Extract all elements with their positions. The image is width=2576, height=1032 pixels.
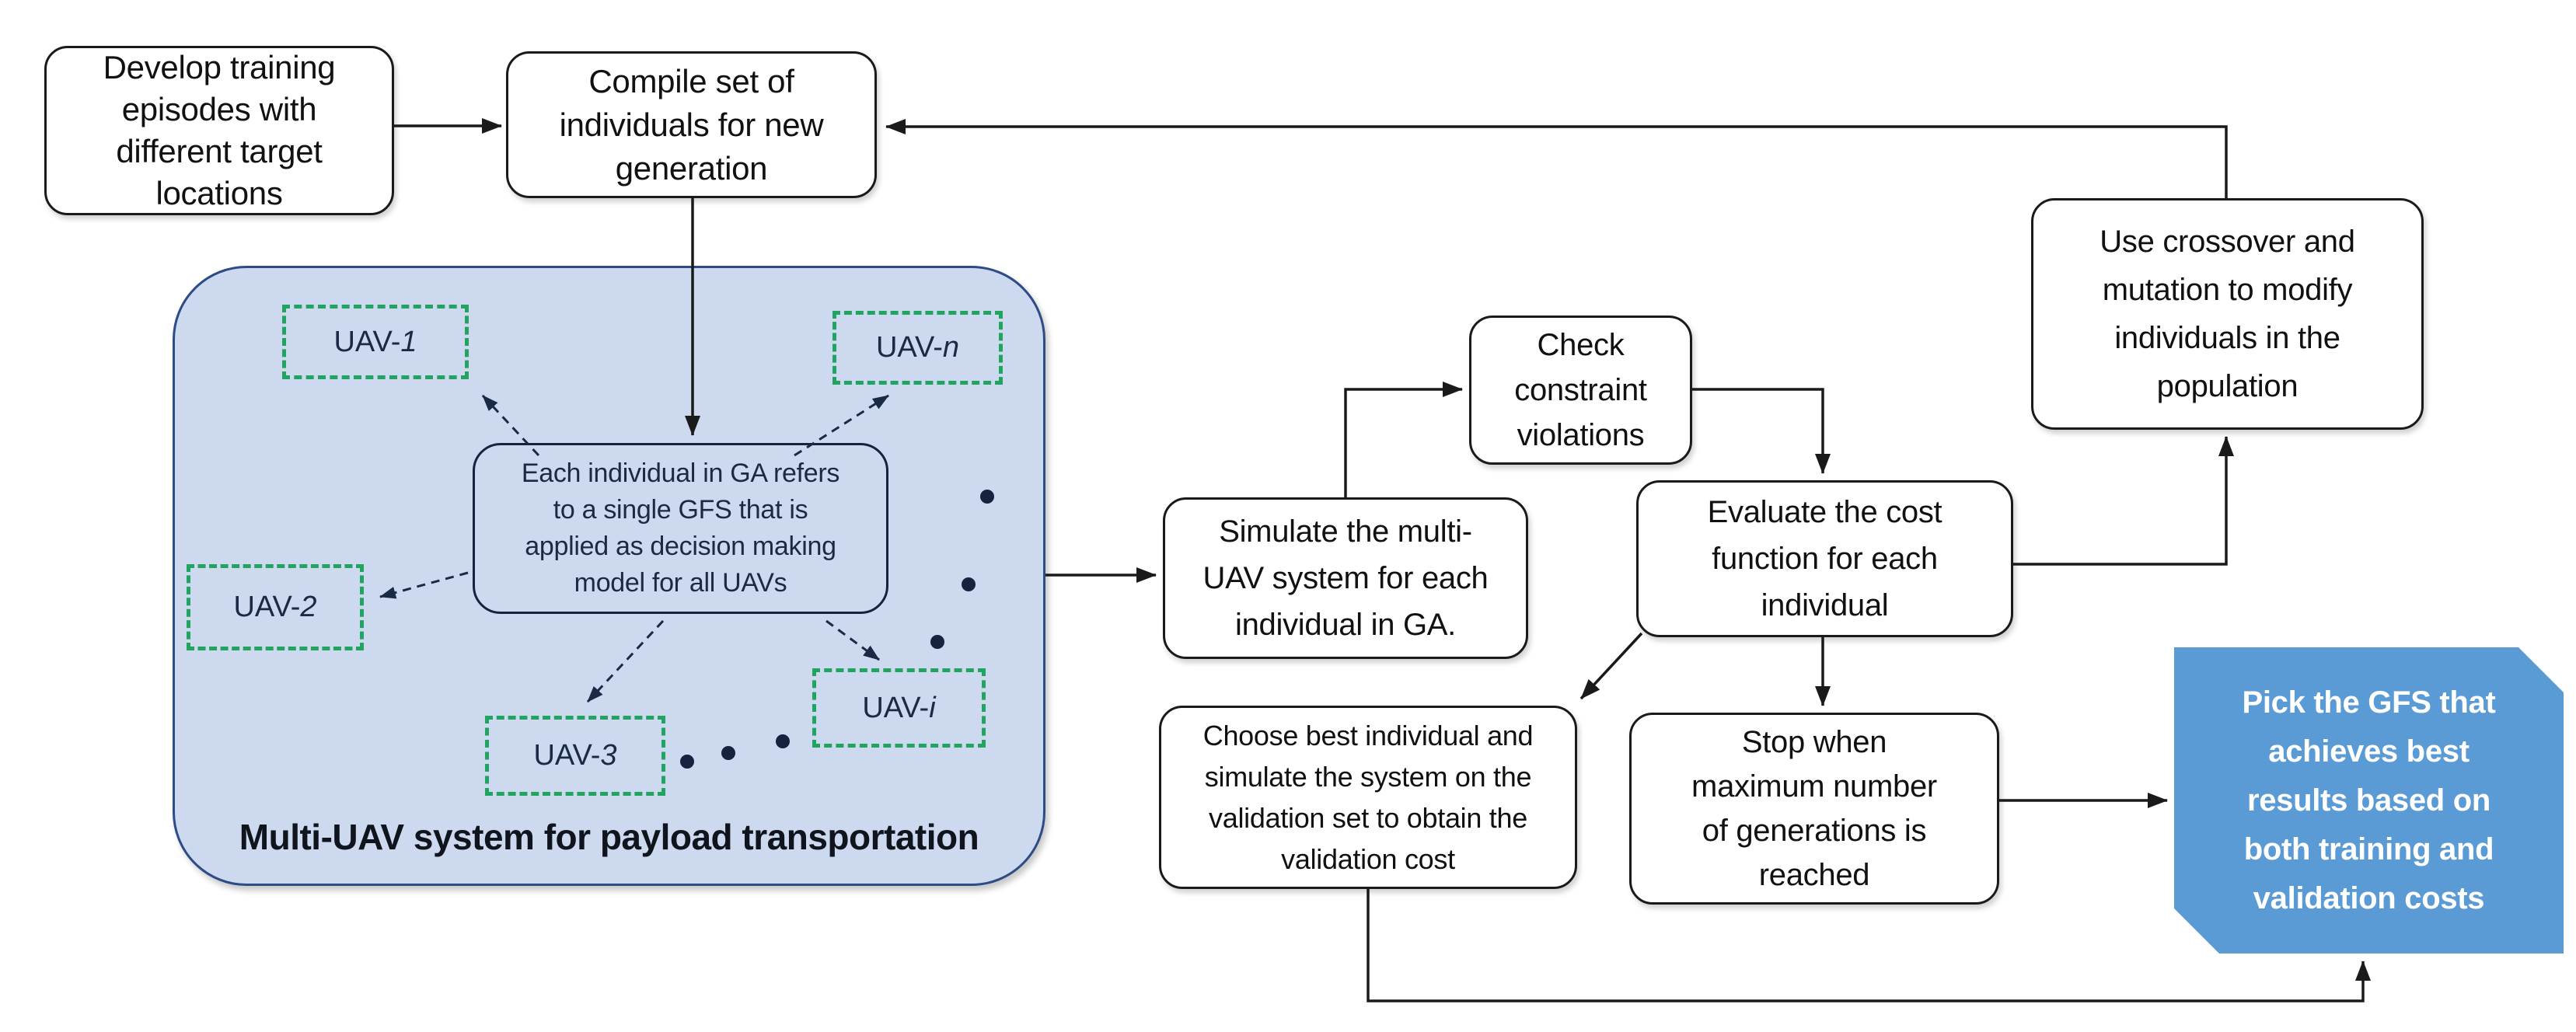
- uav-n-label: UAV-n: [875, 331, 959, 364]
- node-uav-2: UAV-2: [187, 564, 364, 650]
- node-choose-best-individual: Choose best individual and simulate the …: [1159, 706, 1577, 889]
- node-compile-individuals: Compile set of individuals for new gener…: [506, 51, 877, 198]
- node-stop-max-generations-label: Stop when maximum number of generations …: [1691, 724, 1937, 892]
- node-uav-3: UAV-3: [485, 716, 665, 796]
- node-develop-training-episodes-label: Develop training episodes with different…: [103, 49, 336, 211]
- node-check-constraints: Check constraint violations: [1469, 316, 1692, 465]
- uav-i-label: UAV-i: [862, 691, 936, 724]
- node-pick-best-gfs-label: Pick the GFS that achieves best results …: [2242, 685, 2496, 915]
- node-pick-best-gfs: Pick the GFS that achieves best results …: [2174, 647, 2564, 954]
- connector-check-to-evaluate: [1692, 388, 1831, 474]
- uav-2-label: UAV-2: [233, 591, 317, 623]
- node-ga-individual-gfs: Each individual in GA refers to a single…: [473, 443, 888, 614]
- node-compile-individuals-label: Compile set of individuals for new gener…: [559, 62, 824, 187]
- multi-uav-system-container: Multi-UAV system for payload transportat…: [173, 266, 1045, 886]
- uav-1-label: UAV-1: [333, 325, 417, 358]
- node-check-constraints-label: Check constraint violations: [1514, 328, 1647, 452]
- node-uav-1: UAV-1: [282, 305, 469, 379]
- node-simulate-multi-uav-label: Simulate the multi- UAV system for each …: [1202, 514, 1489, 642]
- node-simulate-multi-uav: Simulate the multi- UAV system for each …: [1163, 497, 1528, 659]
- node-evaluate-cost-label: Evaluate the cost function for each indi…: [1707, 495, 1942, 622]
- connector-simulate-to-check: [1344, 382, 1463, 497]
- node-uav-i: UAV-i: [812, 668, 986, 748]
- connector-crossover-to-compile-feedback: [885, 119, 2228, 199]
- node-crossover-mutation: Use crossover and mutation to modify ind…: [2031, 198, 2424, 430]
- connector-evaluate-to-choose: [1579, 632, 1643, 700]
- node-choose-best-individual-label: Choose best individual and simulate the …: [1202, 720, 1534, 875]
- node-ga-individual-gfs-label: Each individual in GA refers to a single…: [521, 458, 840, 598]
- connector-evaluate-to-crossover-feedback: [2013, 436, 2234, 566]
- container-title: Multi-UAV system for payload transportat…: [239, 817, 979, 857]
- node-evaluate-cost: Evaluate the cost function for each indi…: [1636, 480, 2013, 637]
- uav-3-label: UAV-3: [533, 739, 617, 772]
- node-crossover-mutation-label: Use crossover and mutation to modify ind…: [2100, 225, 2355, 403]
- node-develop-training-episodes: Develop training episodes with different…: [44, 46, 394, 215]
- node-stop-max-generations: Stop when maximum number of generations …: [1629, 713, 1999, 905]
- node-uav-n: UAV-n: [832, 311, 1003, 385]
